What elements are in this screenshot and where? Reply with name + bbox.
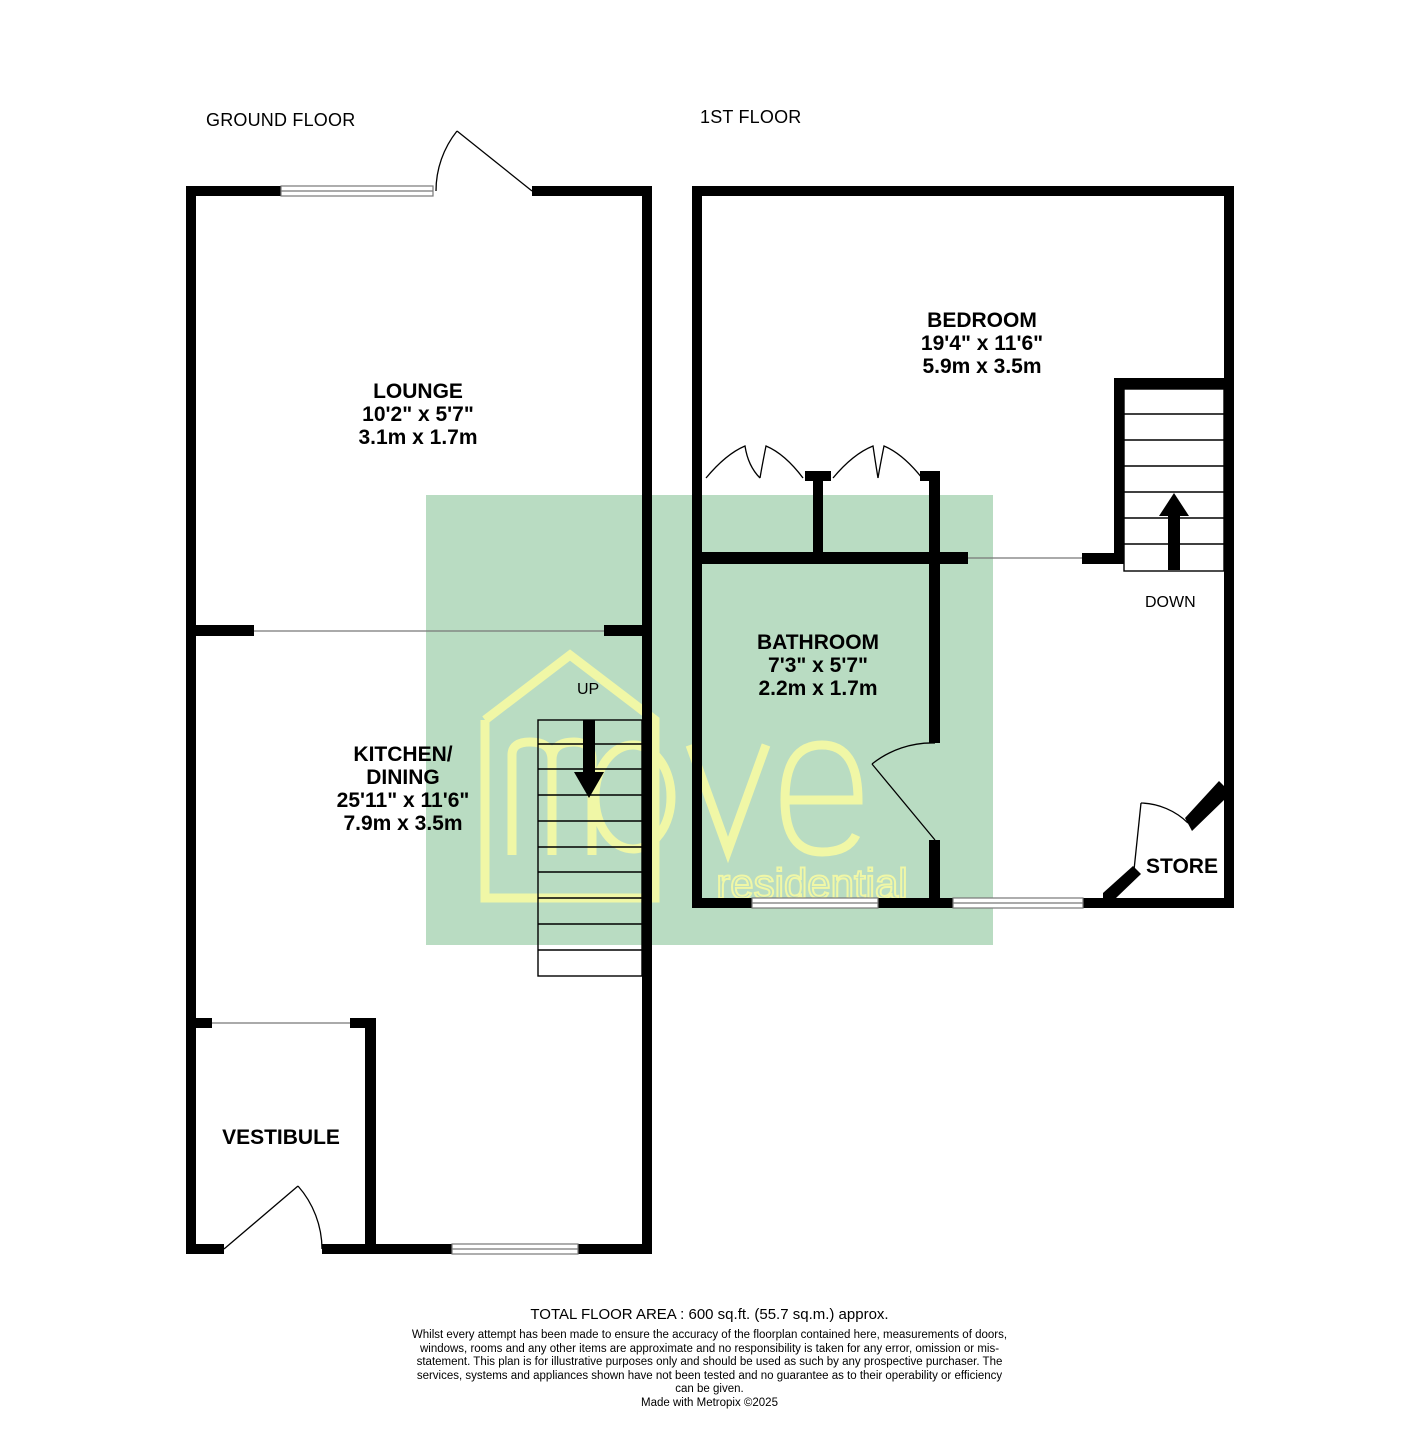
room-dimensions-metric: 7.9m x 3.5m [343,812,463,835]
disclaimer-body: Whilst every attempt has been made to en… [411,1329,1008,1395]
room-name: LOUNGE [373,380,463,403]
wardrobe-doors-right [832,445,923,479]
room-name: BEDROOM [927,309,1037,332]
room-dimensions-metric: 2.2m x 1.7m [758,677,878,700]
room-dimensions-imperial: 7'3" x 5'7" [768,654,868,677]
first-floor-windows [751,897,1084,909]
first-floor-doors [705,445,1189,871]
ground-floor-doors [223,130,533,1250]
room-dimensions-metric: 3.1m x 1.7m [358,426,478,449]
room-label-bedroom: BEDROOM 19'4" x 11'6" 5.9m x 3.5m [921,309,1043,378]
watermark-house-logo [480,649,863,903]
metropix-credit: Made with Metropix ©2025 [641,1396,778,1409]
room-label-store: STORE [1146,855,1218,878]
lounge-door [435,130,533,192]
store-door [1133,802,1189,871]
ground-floor-openings [212,630,604,1024]
stairs-down-arrow-icon [1159,493,1189,570]
room-name: DINING [366,766,440,789]
room-label-vestibule: VESTIBULE [222,1126,340,1149]
room-dimensions-imperial: 19'4" x 11'6" [920,332,1044,355]
stairs-up-arrow-icon [574,720,604,798]
room-name: STORE [1146,855,1218,878]
first-floor-label: 1ST FLOOR [700,107,802,127]
ground-floor-label: GROUND FLOOR [206,110,356,130]
room-label-bathroom: BATHROOM 7'3" x 5'7" 2.2m x 1.7m [757,631,879,700]
stairs-down-label: DOWN [1145,594,1196,611]
wardrobe-doors-left [705,445,804,479]
room-name: VESTIBULE [222,1126,340,1149]
ground-floor-walls [186,186,652,1254]
footer: TOTAL FLOOR AREA : 600 sq.ft. (55.7 sq.m… [0,1306,1419,1410]
watermark-background [426,495,993,945]
stairs-up-label: UP [577,681,600,698]
room-name: KITCHEN/ [353,743,453,766]
room-label-kitchen-dining: KITCHEN/ DINING 25'11" x 11'6" 7.9m x 3.… [337,743,470,835]
vestibule-door [223,1185,323,1250]
room-dimensions-metric: 5.9m x 3.5m [922,355,1042,378]
total-floor-area: TOTAL FLOOR AREA : 600 sq.ft. (55.7 sq.m… [530,1306,889,1323]
room-dimensions-imperial: 25'11" x 11'6" [336,789,470,812]
first-floor-walls [692,186,1234,908]
ground-floor-windows [280,185,579,1255]
room-dimensions-imperial: 10'2" x 5'7" [362,403,474,426]
disclaimer-text: Whilst every attempt has been made to en… [410,1329,1010,1410]
bathroom-door [871,742,936,841]
room-label-lounge: LOUNGE 10'2" x 5'7" 3.1m x 1.7m [358,380,477,449]
room-name: BATHROOM [756,631,880,654]
